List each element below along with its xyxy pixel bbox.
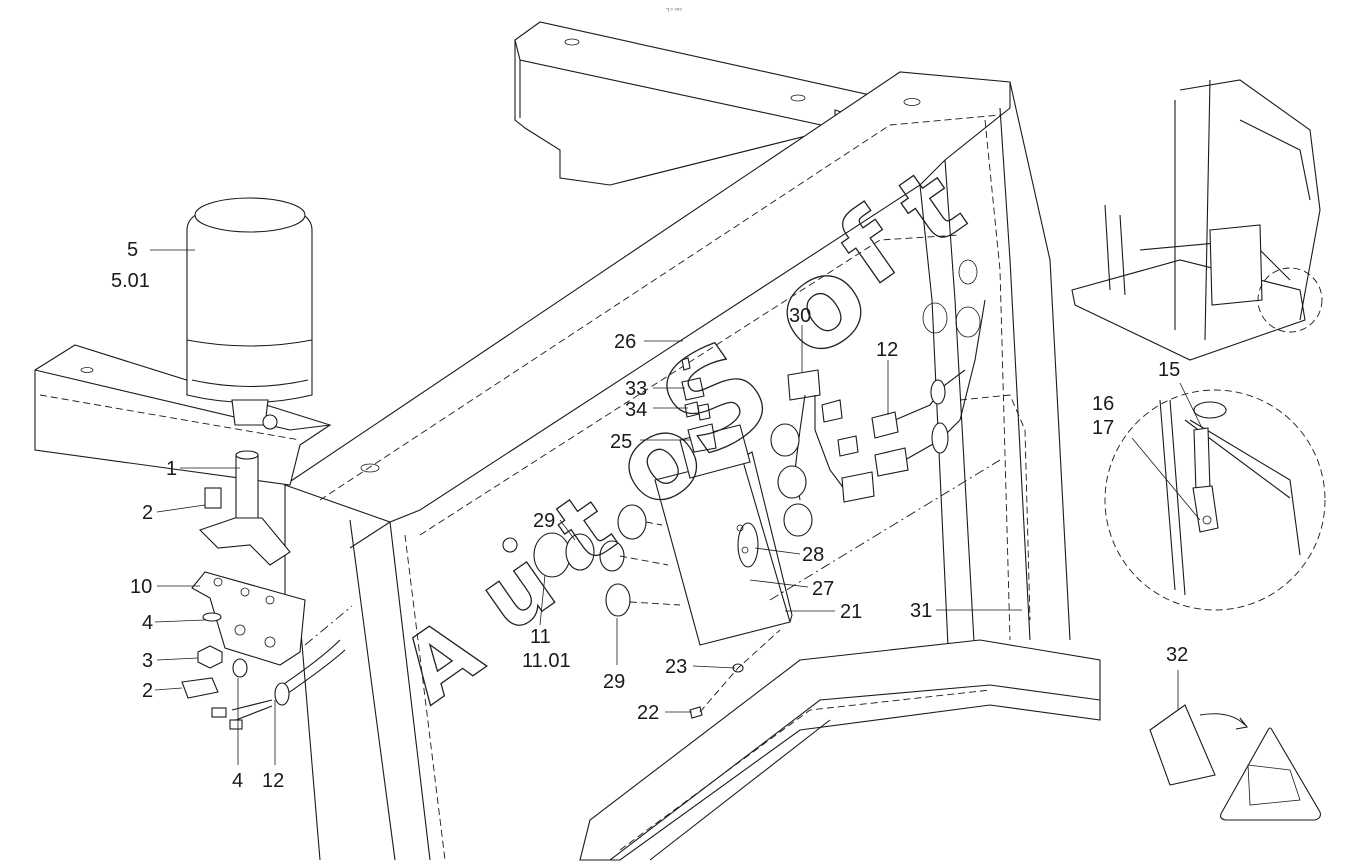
callout-25: 25 (610, 431, 632, 453)
callout-16: 16 (1092, 393, 1114, 415)
callout-29-top: 29 (533, 510, 555, 532)
callout-labels: 5 5.01 1 2 10 4 3 2 4 12 11 11.01 29 29 … (111, 239, 1188, 792)
callout-26: 26 (614, 331, 636, 353)
beacon-assembly (181, 197, 353, 730)
callout-31: 31 (910, 600, 932, 622)
callout-34: 34 (625, 399, 647, 421)
callout-30: 30 (789, 305, 811, 327)
callout-5-01: 5.01 (111, 270, 150, 292)
callout-28: 28 (802, 544, 824, 566)
watermark-letter: A (383, 598, 501, 724)
callout-33: 33 (625, 378, 647, 400)
callout-17: 17 (1092, 417, 1114, 439)
callout-23: 23 (665, 656, 687, 678)
callout-21: 21 (840, 601, 862, 623)
warning-sign (1149, 704, 1321, 821)
callout-27: 27 (812, 578, 834, 600)
cab-frame (34, 21, 1101, 861)
leader-lines (150, 249, 1203, 765)
detail-view (1104, 389, 1326, 611)
callout-11: 11 (530, 626, 551, 648)
callout-32: 32 (1166, 644, 1188, 666)
callout-2-bottom: 2 (142, 680, 153, 702)
callout-29-bottom: 29 (603, 671, 625, 693)
callout-22: 22 (637, 702, 659, 724)
callout-11-01: 11.01 (522, 650, 571, 672)
callout-10: 10 (130, 576, 152, 598)
callout-12-left: 12 (262, 770, 284, 792)
callout-4-top: 4 (142, 612, 153, 634)
callout-3: 3 (142, 650, 153, 672)
callout-12-right: 12 (876, 339, 898, 361)
header-mark: ┐₀ ₀₀₀ (666, 6, 682, 12)
callout-1: 1 (166, 458, 177, 480)
electrical-box (502, 299, 1031, 719)
callout-2-top: 2 (142, 502, 153, 524)
callout-5: 5 (127, 239, 138, 261)
callout-15: 15 (1158, 359, 1180, 381)
callout-4-bottom: 4 (232, 770, 243, 792)
overview-thumbnail (1071, 79, 1323, 361)
